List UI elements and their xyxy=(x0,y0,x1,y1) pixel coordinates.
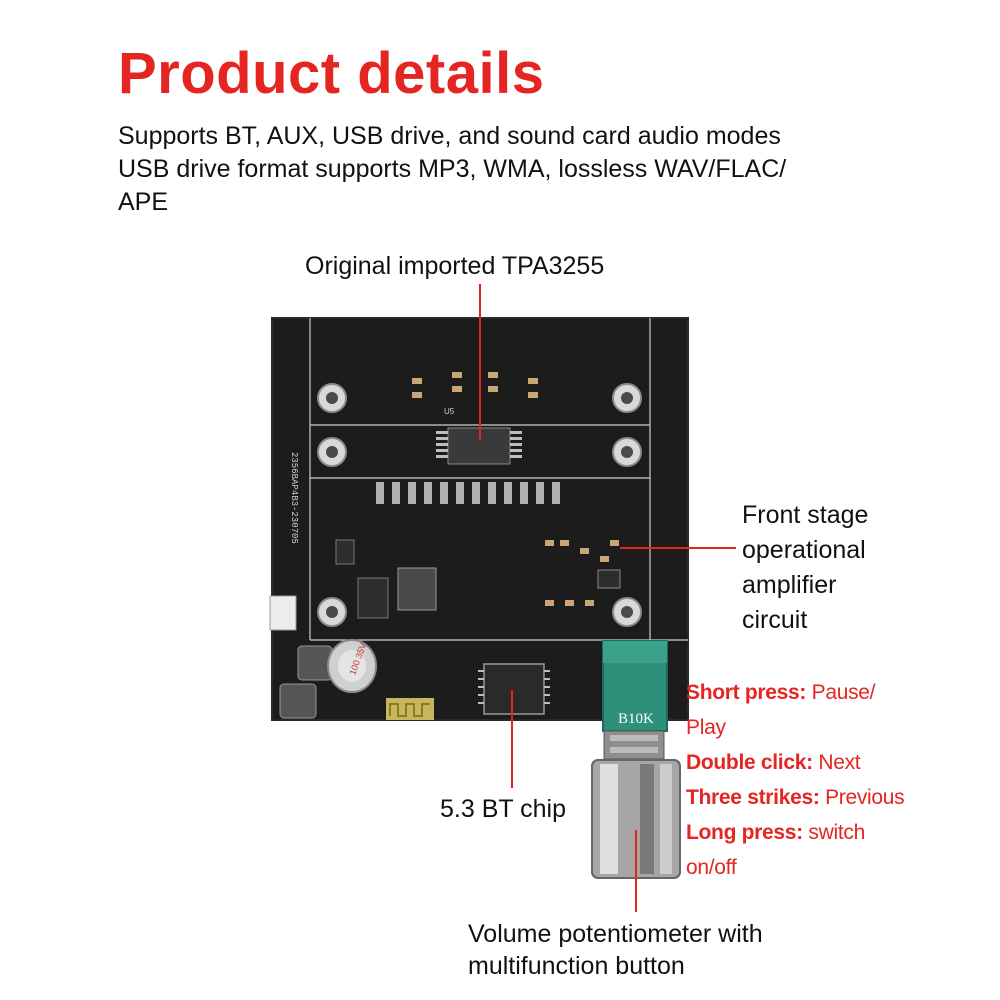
short-press-value-2: Play xyxy=(686,716,726,739)
volume-potentiometer: B10K xyxy=(591,640,681,879)
callout-bt-chip: 5.3 BT chip xyxy=(440,795,567,823)
three-strikes-key: Three strikes: xyxy=(686,786,820,809)
long-press-key: Long press: xyxy=(686,821,803,844)
description-line-3: APE xyxy=(118,188,169,216)
function-short-press: Short press: Pause/ xyxy=(686,675,876,710)
callout-opamp-line-4: circuit xyxy=(742,606,808,634)
page-title: Product details xyxy=(118,41,545,106)
function-short-press-cont: Play xyxy=(686,710,726,745)
double-click-key: Double click: xyxy=(686,751,813,774)
double-click-value: Next xyxy=(812,751,861,774)
callout-opamp-line-2: operational xyxy=(742,536,866,564)
long-press-value: switch xyxy=(802,821,865,844)
three-strikes-value: Previous xyxy=(819,786,905,809)
description-line-2: USB drive format supports MP3, WMA, loss… xyxy=(118,155,787,183)
function-double-click: Double click: Next xyxy=(686,745,861,780)
callout-opamp-line-3: amplifier xyxy=(742,571,837,599)
callout-opamp-line-1: Front stage xyxy=(742,501,869,529)
short-press-key: Short press: xyxy=(686,681,807,704)
callout-potentiometer-line-2: multifunction button xyxy=(468,952,685,980)
callout-lines xyxy=(479,284,736,912)
callout-tpa3255: Original imported TPA3255 xyxy=(305,252,605,280)
pot-label: B10K xyxy=(618,711,654,727)
short-press-value: Pause/ xyxy=(806,681,876,704)
description-line-1: Supports BT, AUX, USB drive, and sound c… xyxy=(118,122,781,150)
board-code: 2356BAP4B3-230705 xyxy=(289,452,299,544)
chip-ref: U5 xyxy=(444,407,455,416)
callout-potentiometer-line-1: Volume potentiometer with xyxy=(468,920,763,948)
function-three-strikes: Three strikes: Previous xyxy=(686,780,905,815)
function-long-press: Long press: switch xyxy=(686,815,865,850)
long-press-value-2: on/off xyxy=(686,856,737,879)
function-long-press-cont: on/off xyxy=(686,850,737,885)
